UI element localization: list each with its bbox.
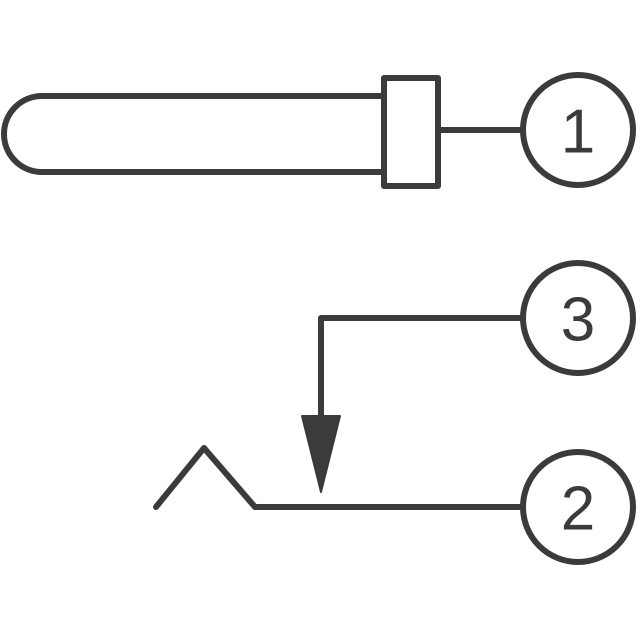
pin-3-lead [318,315,525,423]
plug-collar [381,75,441,189]
pin-2-marker: 2 [520,449,636,565]
pin-3-label: 3 [561,286,595,355]
contact-arrowhead [301,415,341,493]
pin-3-marker: 3 [520,260,636,376]
pin-1-circle [520,72,636,188]
pin-2-lead [153,445,525,510]
pin-3-circle [520,260,636,376]
pin-2-label: 2 [561,475,595,544]
plug-body [1,93,384,175]
pin-2-circle [520,449,636,565]
pin-1-label: 1 [561,98,595,167]
pin-1-marker: 1 [520,72,636,188]
